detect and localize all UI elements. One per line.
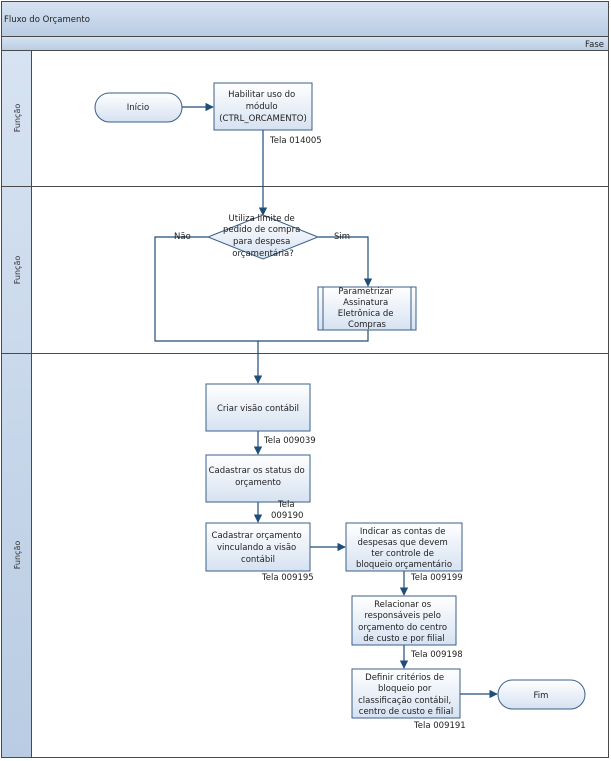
svg-text:Utiliza limite de pedido: Utiliza limite de pedido de compra para … xyxy=(223,214,303,259)
screen-ref: Tela 009190 xyxy=(271,500,303,521)
process-definir-criterios: Definir critérios de bloqueio por classi… xyxy=(351,668,461,719)
lane-header-column xyxy=(1,50,32,758)
svg-text:Cadastrar orçamento vinc: Cadastrar orçamento vinculando a visão c… xyxy=(212,531,305,565)
connectors xyxy=(154,102,498,699)
criterios-line: centro de custo e filial xyxy=(359,707,453,717)
connector-parametrizar-merge xyxy=(258,330,369,342)
screen-ref: Tela 009039 xyxy=(263,436,316,446)
end-label: Fim xyxy=(534,691,549,701)
process-cadastrar-status: Cadastrar os status do orçamento xyxy=(205,454,311,503)
parametrizar-line: Eletrônica de xyxy=(338,308,394,319)
parametrizar-line: Parametrizar xyxy=(338,287,393,297)
phase-label: Fase xyxy=(585,40,604,50)
lane-label: Função xyxy=(13,104,22,133)
screen-ref: Tela 009191 xyxy=(413,721,466,731)
svg-text:Parametrizar Assinatura: Parametrizar Assinatura Eletrônica de Co… xyxy=(338,287,396,330)
connector-nao xyxy=(154,236,258,342)
start-terminator: Início xyxy=(94,92,183,123)
svg-text:Definir critérios de blo: Definir critérios de bloqueio por classi… xyxy=(358,672,454,717)
decision-limite: Utiliza limite de pedido de compra para … xyxy=(206,214,320,260)
svg-text:Relacionar os responsáve: Relacionar os responsáveis pelo orçament… xyxy=(358,600,450,644)
screen-ref: Tela 009195 xyxy=(261,573,314,583)
svg-text:Habilitar uso do módulo: Habilitar uso do módulo (CTRL_ORCAMENTO) xyxy=(219,90,307,124)
relacionar-line: orçamento do centro xyxy=(358,623,447,633)
status-line: orçamento xyxy=(235,478,281,488)
lane-label: Função xyxy=(13,541,22,570)
title-bar xyxy=(1,1,609,37)
relacionar-line: Relacionar os xyxy=(374,600,432,610)
phase-bar xyxy=(1,36,609,51)
screen-ref-line: 009190 xyxy=(271,511,303,521)
decision-line: orçamentária? xyxy=(232,249,293,259)
contas-line: despesas que devem xyxy=(357,538,447,548)
screen-ref: Tela 009198 xyxy=(410,650,463,660)
process-indicar-contas: Indicar as contas de despesas que devem … xyxy=(345,522,463,572)
screen-ref: Tela 009199 xyxy=(410,573,463,583)
subprocess-parametrizar: Parametrizar Assinatura Eletrônica de Co… xyxy=(317,286,417,331)
connector-sim xyxy=(318,236,373,287)
svg-text:Cadastrar os status do o: Cadastrar os status do orçamento xyxy=(209,466,308,488)
contas-line: Indicar as contas de xyxy=(360,527,446,537)
relacionar-line: responsáveis pelo xyxy=(364,611,441,621)
process-cadastrar-orcamento: Cadastrar orçamento vinculando a visão c… xyxy=(205,522,311,572)
screen-ref-line: Tela xyxy=(277,500,295,510)
criterios-line: bloqueio por xyxy=(378,684,432,694)
status-line: Cadastrar os status do xyxy=(209,466,305,476)
contas-line: bloqueio orçamentário xyxy=(356,560,452,570)
branch-yes-label: Sim xyxy=(334,232,350,242)
decision-line: pedido de compra xyxy=(223,225,300,235)
criterios-line: classificação contábil, xyxy=(358,696,451,706)
branch-no-label: Não xyxy=(174,232,191,242)
parametrizar-line: Compras xyxy=(348,320,387,330)
lane-label: Função xyxy=(13,256,22,285)
decision-line: para despesa xyxy=(233,237,290,247)
screen-ref: Tela 014005 xyxy=(269,136,322,146)
relacionar-line: de custo e por filial xyxy=(363,634,444,644)
cadorc-line: contábil xyxy=(241,555,275,565)
habilitar-line: (CTRL_ORCAMENTO) xyxy=(219,114,307,124)
process-habilitar: Habilitar uso do módulo (CTRL_ORCAMENTO) xyxy=(213,82,313,131)
visao-label: Criar visão contábil xyxy=(217,404,299,414)
process-relacionar-responsaveis: Relacionar os responsáveis pelo orçament… xyxy=(351,595,457,646)
cadorc-line: Cadastrar orçamento xyxy=(212,531,302,541)
parametrizar-line: Assinatura xyxy=(343,298,388,308)
end-terminator: Fim xyxy=(497,679,586,710)
criterios-line: Definir critérios de xyxy=(365,672,444,683)
habilitar-line: Habilitar uso do xyxy=(228,90,295,100)
cadorc-line: vinculando a visão xyxy=(217,543,296,553)
svg-text:Indicar as contas de des: Indicar as contas de despesas que devem … xyxy=(356,527,452,570)
contas-line: ter controle de xyxy=(371,549,434,559)
process-criar-visao: Criar visão contábil xyxy=(205,383,311,432)
decision-line: Utiliza limite de xyxy=(229,214,295,224)
habilitar-line: módulo xyxy=(246,101,278,112)
diagram-title: Fluxo do Orçamento xyxy=(4,15,90,25)
start-label: Início xyxy=(127,103,150,113)
